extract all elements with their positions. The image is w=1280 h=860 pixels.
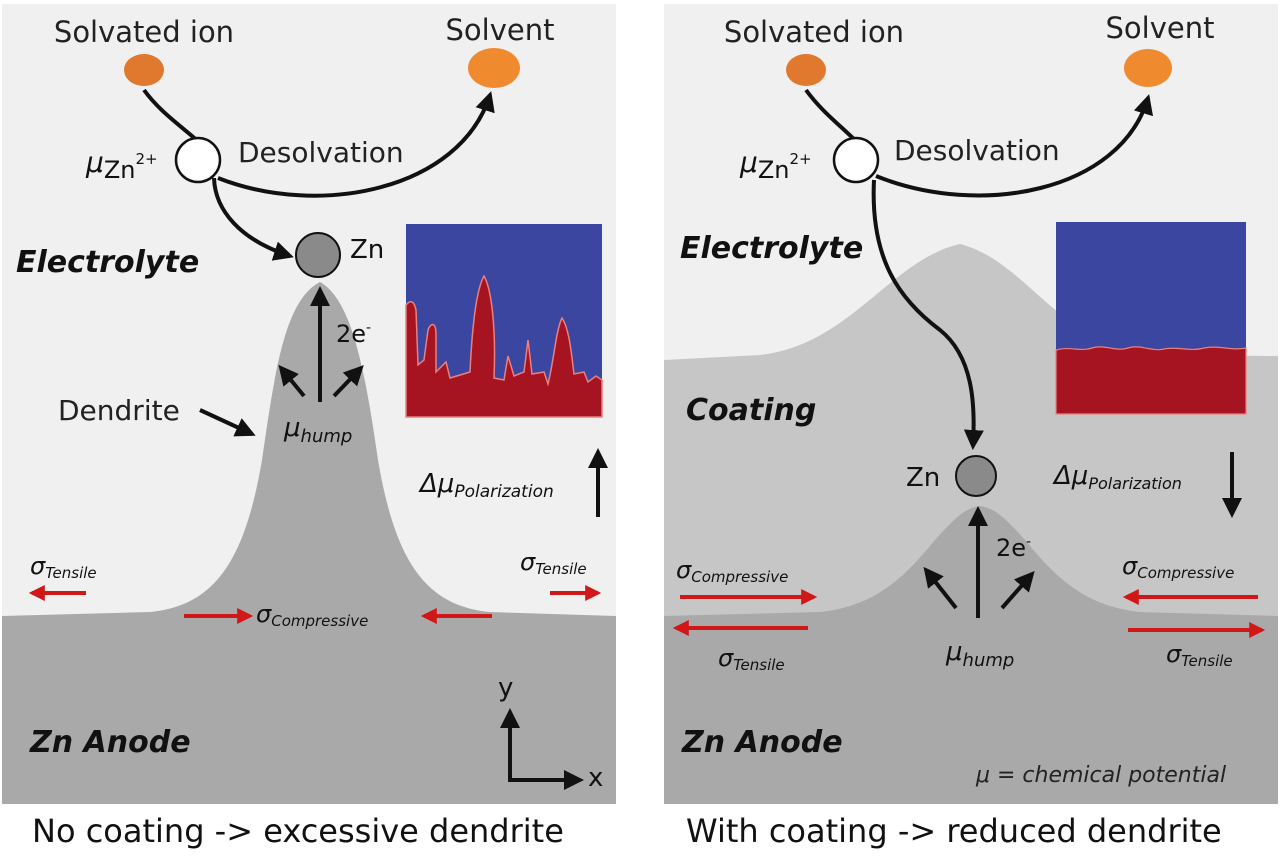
left-mu-zn-label: μZn2+ [85, 146, 158, 184]
left-simulation-inset [405, 224, 603, 418]
right-simulation-inset [1055, 222, 1247, 415]
left-desolvation-curve [217, 91, 495, 198]
right-mu-node [832, 136, 880, 184]
right-anode-label: Zn Anode [681, 725, 843, 760]
right-sigma-compressive-left-label: σCompressive [676, 556, 788, 586]
right-sigma-compressive-right-label: σCompressive [1122, 552, 1234, 582]
left-mu-hump-label: μhump [283, 413, 352, 447]
right-caption: With coating -> reduced dendrite [686, 812, 1222, 850]
left-dendrite-pointer [199, 408, 256, 437]
right-desolvation-label: Desolvation [894, 134, 1060, 167]
right-zn-atom-label: Zn [906, 463, 940, 493]
right-solvent-label: Solvent [1106, 11, 1215, 45]
right-electrons-label: 2e- [996, 534, 1031, 562]
right-delta-mu-label: ΔμPolarization [1052, 461, 1182, 493]
right-zn-atom [955, 455, 997, 497]
right-electrolyte-label: Electrolyte [680, 231, 863, 266]
right-panel: Solvated ion Solvent μZn2+ Desolvation E… [664, 4, 1278, 804]
left-electrons-label: 2e- [336, 320, 371, 348]
left-to-zn-curve [212, 177, 294, 261]
left-delta-mu-label: ΔμPolarization [418, 469, 554, 502]
y-axis-label: y [498, 673, 513, 703]
right-solvent-dot [1124, 49, 1172, 87]
left-panel: Solvated ion Solvent μZn2+ Desolvation E… [2, 4, 616, 804]
left-sigma-compressive-label: σCompressive [256, 600, 368, 630]
left-desolvation-label: Desolvation [238, 136, 404, 169]
left-solvent-label: Solvent [446, 13, 555, 47]
left-sigma-tensile-right-label: σTensile [520, 548, 587, 578]
left-solvated-ion-label: Solvated ion [54, 15, 234, 49]
left-zn-atom [295, 232, 341, 278]
right-solvated-ion-dot [786, 54, 826, 86]
right-diag-arrow-right [1000, 571, 1035, 610]
left-diag-arrow-left [278, 364, 306, 398]
right-solvated-ion-label: Solvated ion [724, 15, 904, 49]
left-sigma-tensile-left-label: σTensile [30, 552, 97, 582]
left-dendrite-anode [2, 282, 616, 804]
right-desolvation-curve [875, 94, 1153, 198]
left-solvent-dot [468, 48, 520, 88]
diagram-svg: Solvated ion Solvent μZn2+ Desolvation E… [2, 4, 1278, 804]
left-anode-label: Zn Anode [29, 725, 191, 760]
left-inset-dendrites [405, 274, 603, 418]
left-electrolyte-label: Electrolyte [16, 245, 199, 280]
left-diag-arrow-right [332, 365, 364, 398]
right-sigma-tensile-left-label: σTensile [718, 644, 785, 674]
left-zn-atom-label: Zn [350, 235, 384, 265]
left-mu-node [174, 136, 222, 184]
right-coating-label: Coating [686, 393, 816, 428]
left-caption: No coating -> excessive dendrite [32, 812, 564, 850]
right-mu-hump-label: μhump [945, 637, 1014, 671]
left-dendrite-label: Dendrite [58, 394, 180, 427]
right-mu-zn-label: μZn2+ [739, 146, 812, 184]
left-solvated-ion-dot [124, 54, 164, 86]
right-diag-arrow-left [923, 566, 958, 610]
right-inset-deposit [1055, 346, 1247, 415]
right-anode-hump [664, 506, 1278, 804]
x-axis-label: x [588, 763, 603, 793]
right-to-zn-curve [871, 179, 984, 450]
right-sigma-tensile-right-label: σTensile [1166, 640, 1233, 670]
mu-definition-label: μ = chemical potential [975, 763, 1226, 788]
